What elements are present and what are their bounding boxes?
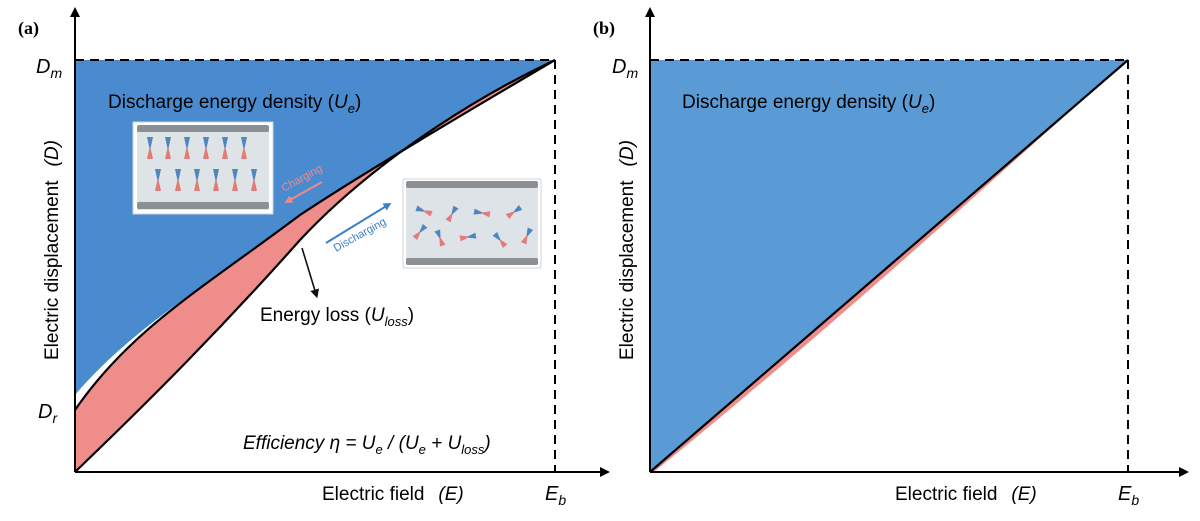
tick-eb-b: Eb [1118,483,1139,508]
tick-dr: Dr [38,401,58,426]
discharge-label: Discharge energy density (Ue) [108,92,361,116]
dipole-icon [415,205,433,217]
dipole-icon [251,169,257,191]
dipole-icon [492,231,508,249]
panel-b: (b) Dm Eb Electric field(E) Electric dis… [593,7,1189,508]
dipole-icon [412,223,428,241]
dipole-icon [184,137,190,159]
dipole-icon [147,137,153,159]
efficiency-formula: Efficiency η = Ue / (Ue + Uloss) [243,433,491,457]
panel-a: (a) Dm Dr Eb Electric field(E) Electric … [18,7,610,508]
x-axis-label: Electric field(E) [322,484,464,505]
dipole-icon [505,204,523,220]
dipole-icon [155,169,161,191]
tick-dm: Dm [36,56,62,81]
discharge-line-b [649,59,1129,473]
dipole-icon [213,169,219,191]
dipole-icon [175,169,181,191]
tick-dm-b: Dm [612,56,638,81]
panel-label-b: (b) [593,18,615,39]
dipole-icon [520,227,534,245]
dipole-icon [473,208,491,218]
energy-loss-pointer [301,247,319,299]
dipole-icon [222,137,228,159]
charging-curve [74,59,556,473]
dipole-icon [434,229,446,247]
y-axis-label: Electric displacement(D) [42,140,63,360]
dipole-icon [232,169,238,191]
y-axis-label-b: Electric displacement(D) [617,140,638,360]
panel-label: (a) [18,18,39,39]
energy-loss-label: Energy loss (Uloss) [260,305,414,329]
discharging-arrow [325,202,392,244]
dipole-icon [459,232,477,242]
discharged-state-inset [402,178,542,269]
charged-state-inset [132,121,274,215]
x-axis-label-b: Electric field(E) [895,484,1037,505]
discharge-label-b: Discharge energy density (Ue) [682,92,935,116]
dipole-icon [445,205,459,223]
dipole-icon [203,137,209,159]
tick-eb: Eb [545,483,566,508]
dipole-icon [241,137,247,159]
dipole-icon [165,137,171,159]
charging-arrow [284,181,323,203]
discharging-curve [74,59,556,411]
dipole-icon [194,169,200,191]
